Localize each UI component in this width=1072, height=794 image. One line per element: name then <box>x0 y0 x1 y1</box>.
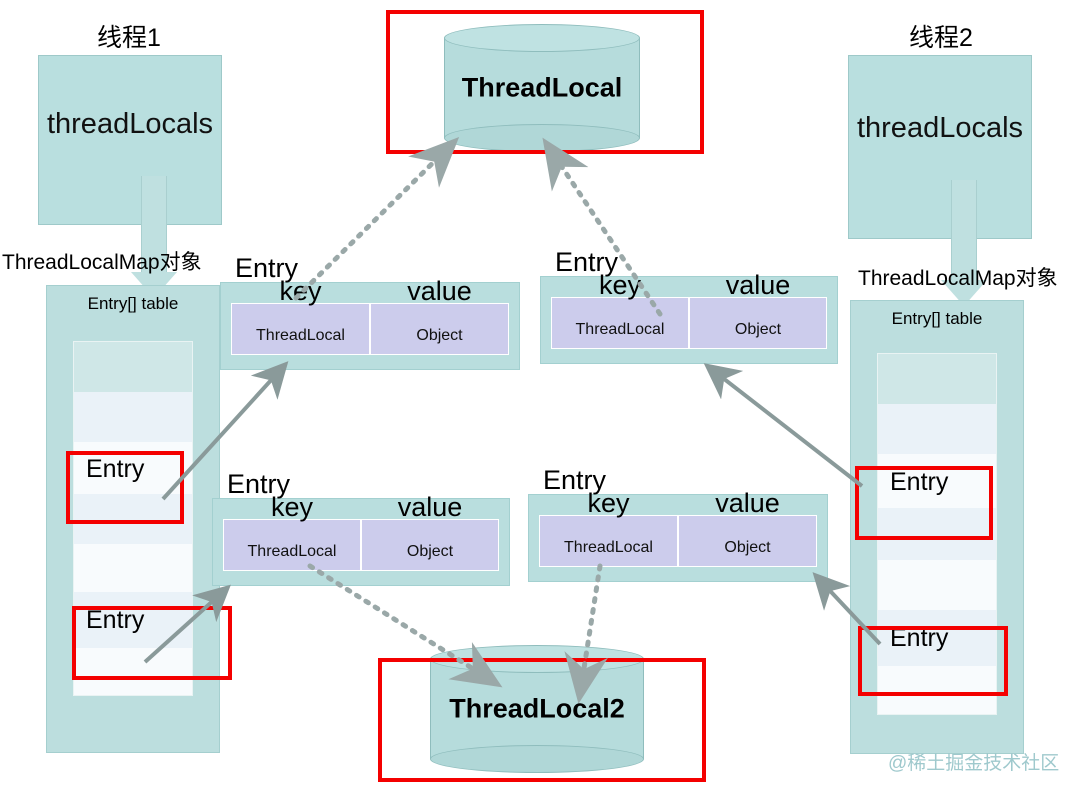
arrow-entry1-key-to-threadlocal1 <box>293 136 460 301</box>
entry-card-3-key-sub: ThreadLocal <box>247 543 337 560</box>
entry-card-1-key-sub: ThreadLocal <box>256 327 345 344</box>
thread2-slot-4[interactable] <box>878 560 996 610</box>
thread2-table-caption: Entry[] table <box>891 309 983 328</box>
entry-card-1-key-cell[interactable]: key ThreadLocal <box>232 276 369 354</box>
thread2-threadlocals-label: threadLocals <box>856 112 1024 144</box>
threadlocal-object-1-label: ThreadLocal <box>461 72 623 103</box>
thread2-slot-2[interactable]: Entry <box>878 454 996 508</box>
thread1-entry-highlight-2 <box>72 606 232 680</box>
thread1-table-caption: Entry[] table <box>87 294 179 313</box>
entry-card-4-value-cell[interactable]: value Object <box>677 488 816 566</box>
entry-card-3-key-cell[interactable]: key ThreadLocal <box>224 492 360 570</box>
entry-card-4-title: Entry <box>543 465 607 495</box>
threadlocal-object-2-label: ThreadLocal2 <box>449 693 625 724</box>
entry-card-1: Entry key ThreadLocal value Object <box>220 253 520 370</box>
thread1-entry-highlight-1 <box>66 451 184 524</box>
entry-card-3-value-head: value <box>397 492 463 522</box>
entry-card-3-value-cell[interactable]: value Object <box>360 492 498 570</box>
thread2-entry-highlight-1 <box>855 466 993 540</box>
thread1-map-label: ThreadLocalMap对象 <box>2 251 202 274</box>
entry-card-4-key-sub: ThreadLocal <box>564 539 653 556</box>
entry-card-1-key-head: key <box>279 276 322 306</box>
watermark: @稀土掘金技术社区 <box>888 753 1060 774</box>
entry-card-4-value-sub: Object <box>724 539 771 556</box>
thread1-slot-1[interactable] <box>74 392 192 442</box>
thread2-title: 线程2 <box>909 24 973 52</box>
entry-card-1-value-cell[interactable]: value Object <box>369 276 508 354</box>
thread2-entry-highlight-2 <box>858 626 1008 696</box>
entry-card-2-kv: key ThreadLocal value Object <box>551 270 827 349</box>
entry-card-4: Entry key ThreadLocal value Object <box>528 465 828 582</box>
entry-card-3-kv: key ThreadLocal value Object <box>223 492 499 571</box>
thread2-map-label: ThreadLocalMap对象 <box>858 267 1058 290</box>
cylinder1-body <box>444 38 640 138</box>
entry-card-4-value-head: value <box>715 488 780 518</box>
thread2-slot-6[interactable] <box>878 666 996 714</box>
thread1-threadlocals-label: threadLocals <box>46 108 214 140</box>
entry-card-4-kv: key ThreadLocal value Object <box>539 488 817 567</box>
entry-card-1-value-sub: Object <box>416 327 463 344</box>
entry-card-3: Entry key ThreadLocal value Object <box>212 469 510 586</box>
entry-card-2: Entry key ThreadLocal value Object <box>540 247 838 364</box>
cylinder2-bottom-ellipse <box>430 745 644 773</box>
entry-card-4-key-cell[interactable]: key ThreadLocal <box>540 488 677 566</box>
thread1-slot-5-label: Entry <box>86 606 145 634</box>
thread2-slot-2-label: Entry <box>890 468 949 496</box>
entry-card-2-value-head: value <box>725 270 791 300</box>
arrow-t2-slot2-to-entry2 <box>703 363 864 488</box>
thread2-entry-table: Entry[] table Entry Entry <box>850 300 1024 754</box>
entry-card-2-key-sub: ThreadLocal <box>575 321 665 338</box>
entry-card-2-key-head: key <box>598 270 642 300</box>
threadlocal-object-2-highlight <box>378 658 706 782</box>
cylinder1-top-ellipse <box>444 24 640 52</box>
thread2-slot-1[interactable] <box>878 404 996 454</box>
entry-card-3-key-head: key <box>270 492 314 522</box>
entry-card-1-value-head: value <box>407 276 472 306</box>
thread2-slot-5[interactable]: Entry <box>878 610 996 666</box>
thread2-slot-column: Entry Entry <box>877 353 997 715</box>
thread2-slot-3[interactable] <box>878 508 996 560</box>
entry-card-2-key-cell[interactable]: key ThreadLocal <box>552 270 688 348</box>
entry-card-2-value-sub: Object <box>734 321 782 338</box>
entry-card-1-title: Entry <box>235 253 299 283</box>
entry-card-1-kv: key ThreadLocal value Object <box>231 276 509 355</box>
thread1-slot-3[interactable] <box>74 494 192 544</box>
thread1-slot-2-label: Entry <box>86 455 145 483</box>
thread2-box: threadLocals <box>848 55 1032 306</box>
entry-card-4-key-head: key <box>587 488 630 518</box>
thread1-title: 线程1 <box>97 24 161 52</box>
thread1-slot-0[interactable] <box>74 342 192 392</box>
thread1-slot-4[interactable] <box>74 544 192 592</box>
thread1-down-arrow-icon <box>130 176 178 298</box>
entry-card-3-value-sub: Object <box>406 543 454 560</box>
entry-card-2-value-cell[interactable]: value Object <box>688 270 826 348</box>
thread1-box: threadLocals <box>38 55 222 298</box>
thread2-slot-0[interactable] <box>878 354 996 404</box>
